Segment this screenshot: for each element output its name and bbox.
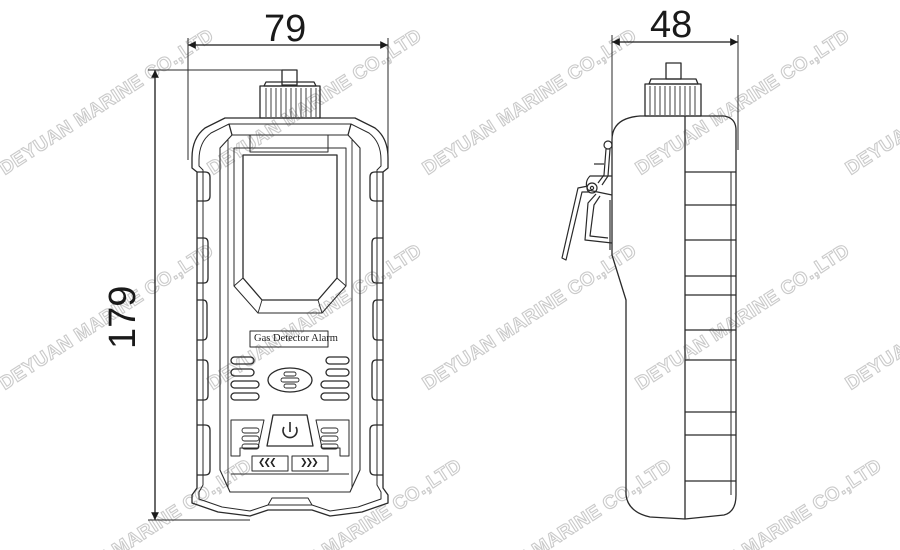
depth-label: 48 (650, 4, 693, 46)
power-icon (282, 422, 298, 439)
width-label: 79 (264, 8, 307, 50)
device-label: Gas Detector Alarm (254, 333, 338, 344)
height-label: 179 (102, 285, 144, 349)
height-dimension (148, 69, 292, 521)
side-view-device (611, 62, 737, 520)
belt-clip (561, 140, 613, 261)
depth-dimension (611, 35, 739, 150)
left-arrows-button: ❮❮❮ (258, 458, 277, 468)
front-view-device (191, 69, 389, 517)
right-arrows-button: ❯❯❯ (300, 458, 319, 468)
width-dimension (187, 38, 389, 160)
